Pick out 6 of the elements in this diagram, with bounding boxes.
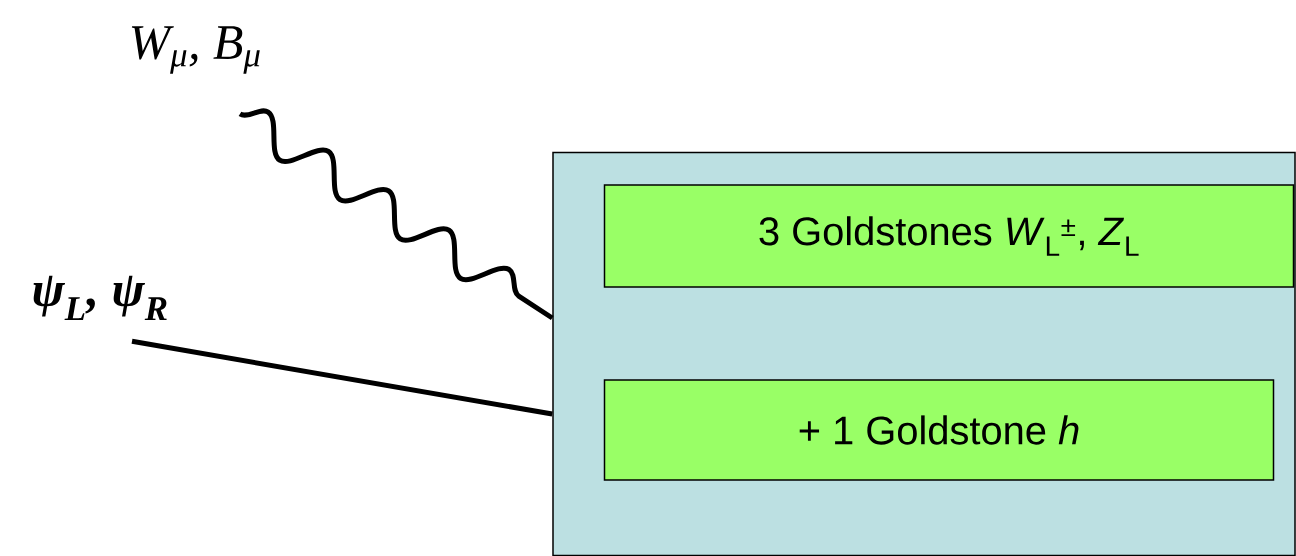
text-box: 3 Goldstones W$_{L}$$^{±}$, Z$_{L}$ xyxy=(603,184,1295,288)
field-label: W$_{μ}$, B$_{μ}$ xyxy=(131,26,260,74)
field-label: ψ$_{L}$, ψ$_{R}$ xyxy=(33,275,167,321)
line xyxy=(131,338,553,417)
wavy-line xyxy=(239,108,554,321)
text-box: + 1 Goldstone h xyxy=(603,379,1275,481)
